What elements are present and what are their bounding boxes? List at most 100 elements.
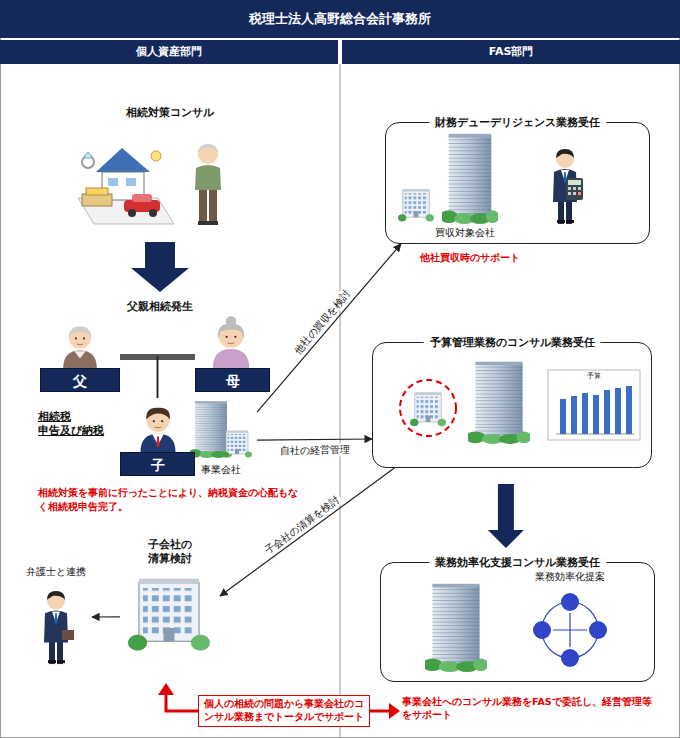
inheritance-illustration (151, 151, 161, 161)
budget-chart (604, 390, 610, 434)
title-text: 税理士法人高野総合会計事務所 (0, 0, 680, 38)
building-caption: 買収対象会社 (415, 226, 515, 240)
node-text: FAS部門 (342, 40, 680, 64)
calculator (568, 187, 571, 190)
node-text: 子会社の 清算検討 (142, 538, 198, 567)
node-text: 業務効率化支援コンサル業務受任 (429, 555, 606, 570)
company-building (222, 431, 252, 458)
elder-figure (198, 221, 208, 225)
family-member: 母 (195, 316, 270, 392)
connector (257, 439, 372, 440)
connector (92, 616, 120, 617)
node-text: 母 (195, 368, 270, 392)
calculator (566, 178, 583, 200)
family-member: 父 (40, 318, 120, 392)
company-node: 事業会社 (185, 398, 257, 476)
family-line (120, 357, 158, 398)
efficiency-cycle (533, 593, 607, 667)
budget-chart (548, 370, 640, 440)
note-text: 相続対策を事前に行ったことにより、納税資金の心配もなく相続税申告完了。 (38, 486, 300, 514)
calculator (578, 187, 581, 190)
service-box: 財務デューデリジェンス業務受任 (385, 122, 650, 244)
department-band: FAS部門 (342, 40, 680, 64)
subsidiary-building (410, 392, 446, 426)
note-text: 他社買収時のサポート (420, 251, 560, 265)
connector (158, 357, 196, 398)
node-text: 事業会社 (185, 463, 257, 476)
connector-label: 自社の経営管理 (278, 443, 352, 457)
service-box: 予算管理業務のコンサル業務受任 (372, 342, 652, 468)
budget-chart (615, 388, 621, 434)
mother-figure (213, 316, 249, 368)
inheritance-illustration (149, 209, 157, 217)
inheritance-illustration (132, 194, 152, 202)
budget-chart (548, 370, 640, 440)
flow-arrow (257, 244, 401, 412)
inheritance-illustration (126, 178, 136, 186)
process-label: 相続税 申告及び納税 (38, 410, 110, 439)
department-band: 個人資産部門 (0, 40, 338, 64)
node-text: 財務デューデリジェンス業務受任 (429, 115, 606, 130)
budget-chart (626, 386, 632, 434)
inheritance-illustration (78, 148, 174, 224)
calculator (568, 192, 571, 195)
briefcase (62, 630, 74, 640)
frame (340, 64, 341, 738)
block-arrow (488, 484, 524, 548)
service-box: 業務効率化支援コンサル業務受任 (380, 562, 655, 682)
node-text: 個人の相続の問題から事業会社のコンサル業務までトータルでサポート (204, 698, 364, 724)
connector-label: 子会社の清算を検討 (260, 492, 343, 558)
note-text: 事業会社へのコンサル業務をFASで委託し、経営管理等をサポート (402, 696, 652, 722)
budget-chart (560, 399, 566, 434)
target-building (398, 189, 434, 221)
connector (120, 357, 158, 398)
calculator (568, 180, 581, 185)
budget-chart (582, 393, 588, 434)
node-text: 弁護士と連携 (20, 565, 92, 578)
target-building (440, 134, 499, 224)
calculator (573, 187, 576, 190)
connector-label: 他社の買収を検討 (290, 286, 355, 358)
company-building (423, 584, 489, 672)
elder-figure (195, 144, 221, 225)
efficiency-cycle (589, 621, 607, 639)
inheritance-illustration (96, 148, 150, 172)
company-building (466, 362, 532, 444)
elder-figure (195, 165, 221, 190)
calculator (578, 192, 581, 195)
chart-title: 予算 (548, 372, 640, 381)
lawyer-figure (44, 591, 68, 664)
efficiency-cycle (561, 593, 579, 611)
service-group: 相続対策コンサル (70, 106, 270, 230)
node-text: 子 (120, 452, 195, 476)
node-text: 個人資産部門 (0, 40, 338, 64)
elder-figure (209, 190, 217, 222)
node-text: 父 (40, 368, 120, 392)
node-text: 予算管理業務のコンサル業務受任 (424, 335, 601, 350)
total-support-arrow (370, 710, 390, 713)
total-support-arrow (158, 683, 174, 695)
elder-figure (208, 221, 218, 225)
inheritance-illustration (108, 178, 118, 186)
flow-arrow (131, 242, 189, 292)
inheritance-illustration (82, 194, 112, 206)
family-member: 子 (120, 398, 195, 476)
total-support-arrow (389, 703, 400, 719)
son-figure (141, 408, 176, 452)
summary-box: 個人の相続の問題から事業会社のコンサル業務までトータルでサポート (198, 695, 370, 727)
budget-chart (571, 396, 577, 434)
calculator (573, 192, 576, 195)
subsidiary-building (128, 579, 210, 651)
calculator (566, 178, 583, 200)
marriage-line (120, 354, 195, 356)
efficiency-cycle (553, 629, 587, 630)
title-band: 税理士法人高野総合会計事務所 (0, 0, 680, 38)
efficiency-cycle (561, 649, 579, 667)
inheritance-illustration (128, 209, 136, 217)
elder-figure (198, 144, 218, 164)
flow-arrow (92, 616, 120, 617)
elder-figure (198, 144, 218, 154)
